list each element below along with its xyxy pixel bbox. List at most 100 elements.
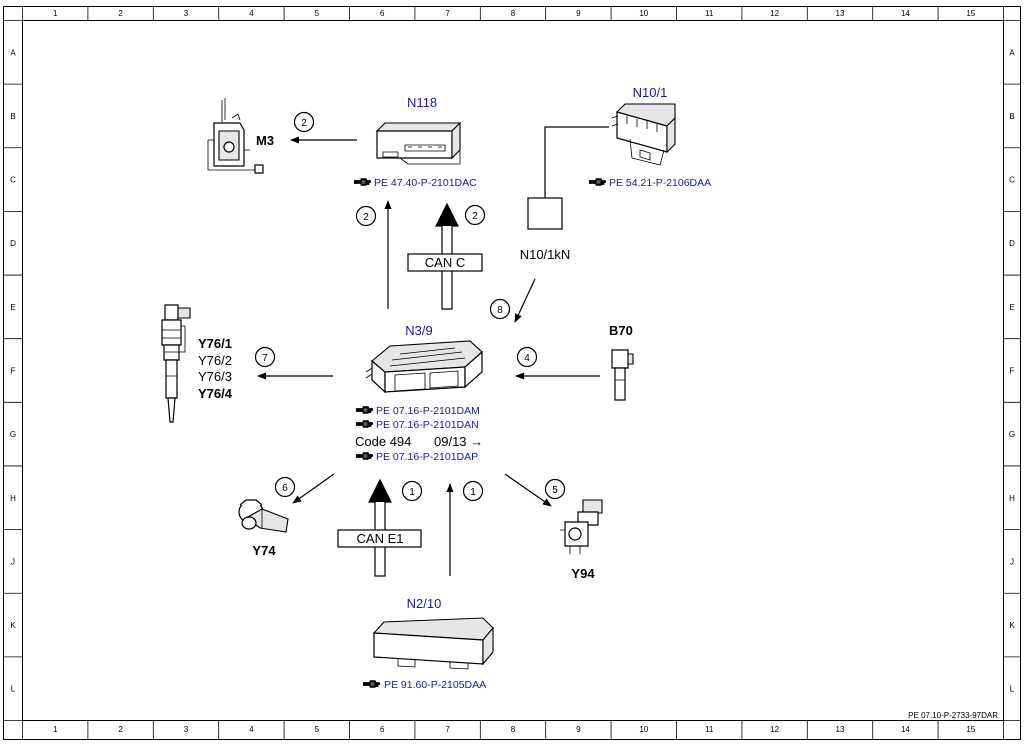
n118-ref-icon — [353, 177, 372, 187]
n3-9-component[interactable]: N3/9 PE 07.16-P-2101DAM PE 07.16-P-2101D… — [355, 323, 483, 463]
grid-row-label: A — [1009, 48, 1015, 57]
grid-column-label: 10 — [639, 9, 648, 18]
grid-column-label: 11 — [705, 725, 714, 734]
grid-row-label: D — [1009, 239, 1015, 248]
grid-column-label: 13 — [836, 725, 845, 734]
grid-row-label: J — [1010, 557, 1014, 566]
grid-row-label: K — [10, 621, 16, 630]
grid-row-label: H — [1009, 494, 1015, 503]
grid-column-label: 1 — [53, 9, 58, 18]
svg-text:8: 8 — [497, 305, 503, 316]
y76-component[interactable]: Y76/1 Y76/2 Y76/3 Y76/4 — [161, 304, 233, 423]
svg-text:4: 4 — [524, 353, 530, 364]
n3-9-label: N3/9 — [405, 323, 432, 338]
n10-1kn-label: N10/1kN — [520, 247, 571, 262]
arrow-n39-to-y74 — [292, 473, 335, 504]
grid-column-label: 1 — [53, 725, 58, 734]
signal-marker-m3: 2 — [293, 111, 315, 133]
grid-column-label: 15 — [966, 9, 975, 18]
svg-text:2: 2 — [363, 212, 369, 223]
y76-3-label: Y76/3 — [198, 369, 232, 384]
grid-row-label: F — [1010, 367, 1015, 376]
n10-1-ref-icon — [588, 177, 607, 187]
grid-row-label: E — [10, 303, 15, 312]
n3-9-ecu-icon — [365, 340, 483, 394]
drawing-frame: 1122334455667788991010111112121313141415… — [3, 6, 1021, 740]
n118-ref[interactable]: PE 47.40-P-2101DAC — [374, 177, 477, 189]
n3-9-ref-3[interactable]: PE 07.16-P-2101DAP — [376, 451, 478, 463]
n118-module-icon — [375, 121, 462, 165]
grid-column-label: 9 — [576, 725, 581, 734]
grid-column-label: 3 — [184, 9, 189, 18]
grid-row-label: G — [10, 430, 16, 439]
m3-fuel-pump-icon — [207, 98, 264, 174]
signal-marker-n2-line: 1 — [462, 480, 484, 502]
grid-column-label: 15 — [966, 725, 975, 734]
grid-column-label: 4 — [249, 725, 254, 734]
grid-column-label: 13 — [836, 9, 845, 18]
can-e1-bus: CAN E1 — [337, 478, 422, 577]
y74-valve-icon — [238, 499, 289, 533]
grid-row-label: A — [10, 48, 16, 57]
y76-1-label: Y76/1 — [198, 336, 232, 351]
grid-column-label: 5 — [315, 725, 320, 734]
grid-column-label: 2 — [118, 9, 123, 18]
arrow-n10kn-to-n39 — [514, 278, 536, 323]
y76-4-label: Y76/4 — [198, 386, 233, 401]
grid-column-label: 10 — [639, 725, 648, 734]
can-c-label: CAN C — [425, 255, 465, 270]
n3-9-code: Code 494 — [355, 434, 411, 449]
y74-component[interactable]: Y74 — [238, 499, 289, 558]
y76-2-label: Y76/2 — [198, 353, 232, 368]
n2-10-component[interactable]: N2/10 PE 91.60-P-2105DAA — [362, 596, 494, 691]
grid-column-label: 7 — [445, 9, 450, 18]
y94-valve-icon — [560, 499, 603, 554]
n3-9-code-date: 09/13 → — [434, 434, 483, 449]
signal-markers: 2 2 2 8 7 4 6 1 — [254, 111, 566, 502]
y74-label: Y74 — [252, 543, 276, 558]
document-id: PE 07.10-P-2733-97DAR — [908, 711, 998, 720]
signal-marker-y76: 7 — [254, 346, 276, 368]
y76-injector-icon — [161, 304, 191, 423]
arrow-n39-to-y94 — [504, 473, 552, 507]
n3-9-ref-2[interactable]: PE 07.16-P-2101DAN — [376, 419, 479, 431]
signal-marker-can-e1: 1 — [401, 480, 423, 502]
n10-1-component[interactable]: N10/1 PE 54.21-P-2106DAA — [588, 85, 711, 189]
n3-9-ref-1[interactable]: PE 07.16-P-2101DAM — [376, 405, 480, 417]
signal-marker-n10kn: 8 — [489, 298, 511, 320]
svg-text:1: 1 — [409, 487, 415, 498]
b70-component[interactable]: B70 — [609, 323, 634, 401]
grid-row-label: L — [11, 685, 16, 694]
n10-1kn-component[interactable]: N10/1kN — [520, 126, 609, 262]
svg-text:7: 7 — [262, 353, 268, 364]
y94-component[interactable]: Y94 — [560, 499, 603, 581]
n2-10-ref[interactable]: PE 91.60-P-2105DAA — [384, 679, 486, 691]
signal-marker-b70: 4 — [516, 346, 538, 368]
grid-row-label: D — [10, 239, 16, 248]
n118-component[interactable]: N118 PE 47.40-P-2101DAC — [353, 95, 477, 189]
n10-1-ref[interactable]: PE 54.21-P-2106DAA — [609, 177, 711, 189]
svg-text:1: 1 — [470, 487, 476, 498]
svg-text:6: 6 — [282, 483, 288, 494]
grid-column-label: 6 — [380, 9, 385, 18]
m3-component[interactable]: M3 — [207, 98, 274, 174]
n2-10-ref-icon — [362, 679, 381, 689]
n3-9-ref-icon-3 — [355, 451, 374, 461]
n2-10-label: N2/10 — [407, 596, 442, 611]
b70-label: B70 — [609, 323, 633, 338]
grid-column-label: 12 — [770, 9, 779, 18]
n118-label: N118 — [407, 95, 437, 110]
grid-row-label: E — [1009, 303, 1014, 312]
grid-column-label: 5 — [315, 9, 320, 18]
grid-row-label: G — [1009, 430, 1015, 439]
n10-1kn-relay-icon — [527, 197, 563, 230]
signal-marker-can-c: 2 — [464, 204, 486, 226]
grid-row-label: C — [10, 176, 16, 185]
grid-column-label: 7 — [445, 725, 450, 734]
grid-column-label: 3 — [184, 725, 189, 734]
can-e1-label: CAN E1 — [357, 531, 404, 546]
grid-row-label: H — [10, 494, 16, 503]
n2-10-module-icon — [372, 617, 494, 670]
grid-column-label: 11 — [705, 9, 714, 18]
grid-column-label: 14 — [901, 725, 910, 734]
